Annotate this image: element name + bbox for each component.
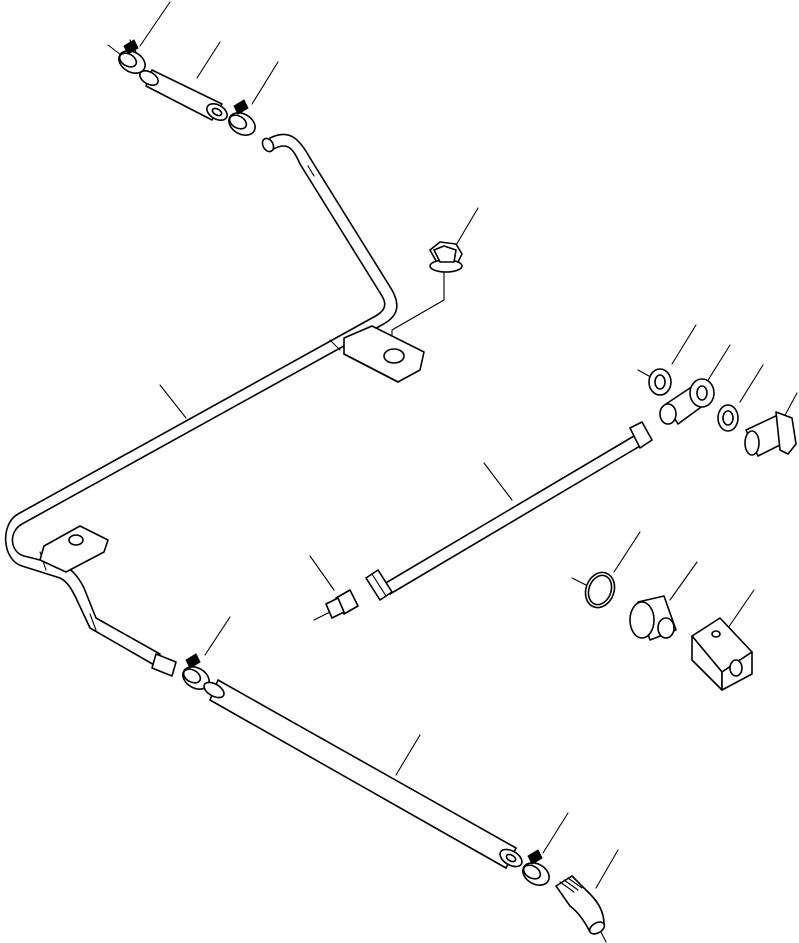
hose-top bbox=[139, 69, 228, 121]
hose-clamp-bottom bbox=[522, 849, 550, 886]
seal-washer-right bbox=[717, 404, 739, 432]
assembly-centerlines bbox=[107, 44, 657, 943]
connector bbox=[325, 589, 359, 619]
seal-washer-left bbox=[648, 368, 672, 396]
mounting-bracket-upper bbox=[343, 325, 425, 383]
banjo-fitting bbox=[659, 378, 715, 425]
o-ring bbox=[584, 571, 616, 609]
flange-nut bbox=[429, 241, 463, 273]
mounting-bracket-lower bbox=[39, 525, 109, 573]
block bbox=[691, 617, 753, 691]
banjo-bolt bbox=[744, 411, 797, 457]
hose-clamp-top-right bbox=[228, 99, 256, 136]
formed-tube bbox=[4, 133, 398, 677]
callout-leaders bbox=[139, 1, 798, 889]
hose-long bbox=[203, 679, 523, 869]
adapter bbox=[629, 595, 677, 641]
hose-clamp-top-left bbox=[118, 39, 146, 74]
tube-assembly bbox=[365, 421, 653, 601]
elbow-fitting bbox=[555, 875, 606, 935]
